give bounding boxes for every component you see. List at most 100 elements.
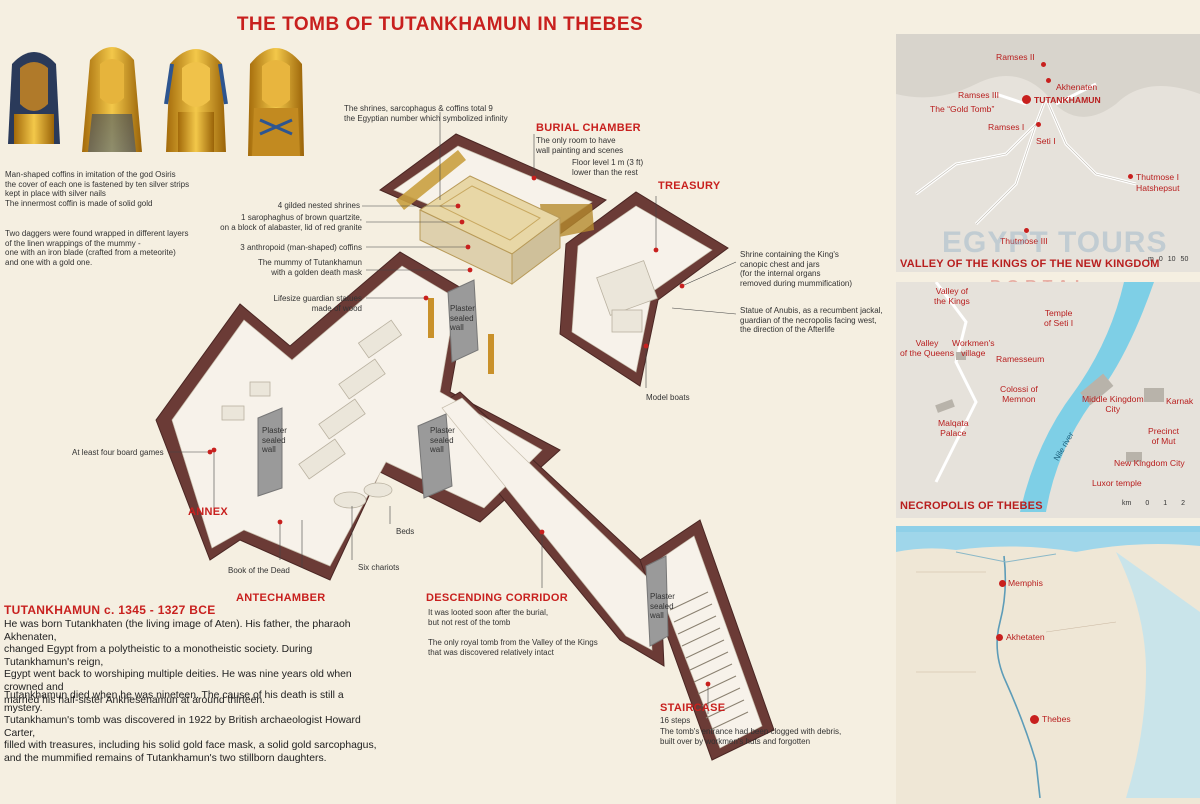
plaster-wall-label-2: Plaster sealed wall — [262, 426, 287, 455]
plaster-wall-label-4: Plaster sealed wall — [650, 592, 675, 621]
note-line: (for the internal organs — [740, 269, 821, 278]
note-line: lower than the rest — [572, 167, 638, 177]
place-thebes: Thebes — [1042, 714, 1071, 724]
board-games-note: At least four board games — [72, 448, 164, 457]
place-seti-i: Seti I — [1036, 136, 1056, 146]
coffins-note: Man-shaped coffins in imitation of the g… — [5, 170, 189, 208]
scale-tick: 10 — [1167, 256, 1176, 263]
place-new-kingdom-city: New Kingdom City — [1114, 458, 1185, 468]
antechamber-label: ANTECHAMBER — [236, 592, 326, 604]
place-karnak: Karnak — [1166, 396, 1194, 406]
bio-line: He was born Tutankhaten (the living imag… — [4, 619, 351, 643]
place-ramses-iii: Ramses III — [958, 90, 1000, 100]
daggers-note: Two daggers were found wrapped in differ… — [5, 229, 189, 267]
antechamber-objects — [221, 260, 658, 509]
plaster-wall-label-3: Plaster sealed wall — [430, 426, 455, 455]
thebes-scale: km 0 1 2 — [1122, 500, 1185, 507]
note-line: on a block of alabaster, lid of red gran… — [220, 222, 362, 232]
note-line: The mummy of Tutankhamun — [257, 258, 362, 267]
egypt-map-terrain — [896, 532, 1200, 798]
note-line: Shrine containing the King's — [740, 250, 839, 259]
akhenaten-marker — [1046, 78, 1051, 83]
coffins-line: the cover of each one is fastened by ten… — [5, 179, 190, 189]
note-line: that was discovered relatively intact — [428, 647, 554, 657]
valley-scale: m 0 10 50 — [1148, 256, 1188, 263]
scale-label: km — [1122, 500, 1132, 507]
canopic-note: Shrine containing the King's canopic che… — [740, 250, 852, 288]
bio-paragraph-1: He was born Tutankhaten (the living imag… — [4, 619, 380, 707]
note-line: The tomb's entrance had been clogged wit… — [660, 727, 842, 736]
note-line: 1 sarophaghus of brown quartzite, — [241, 213, 362, 222]
mummy-mask-2-icon — [82, 47, 142, 152]
bio-heading: TUTANKHAMUN c. 1345 - 1327 BCE — [4, 603, 216, 617]
scale-tick: 0 — [1145, 500, 1150, 507]
egypt-map-panel: Memphis Akhetaten Thebes — [896, 526, 1200, 804]
mummy-mask-3-icon — [164, 49, 228, 152]
place-ramses-i: Ramses I — [988, 122, 1025, 132]
bio-line: Egypt went back to worshiping multiple d… — [4, 669, 352, 693]
place-line: village — [961, 348, 986, 358]
floor-level-note: Floor level 1 m (3 ft) lower than the re… — [572, 158, 643, 177]
seti-i-marker — [1036, 122, 1041, 127]
stair-steps — [669, 591, 749, 731]
place-line: City — [1105, 404, 1121, 414]
chariots-note: Six chariots — [358, 563, 400, 572]
note-line: wall — [262, 445, 276, 454]
scale-tick: 1 — [1163, 500, 1168, 507]
note-line: Lifesize guardian statues — [273, 294, 363, 303]
place-ramesseum: Ramesseum — [996, 354, 1045, 364]
daggers-line: of the linen wrappings of the mummy - — [5, 238, 141, 248]
coffins-line: kept in place with silver nails — [5, 189, 106, 198]
coffins-line: Man-shaped coffins in imitation of the g… — [5, 170, 176, 179]
descending-corridor-label: DESCENDING CORRIDOR — [426, 592, 568, 604]
note-line: wall — [450, 323, 464, 332]
coffins-line: The innermost coffin is made of solid go… — [5, 198, 153, 208]
place-line: the Kings — [934, 296, 970, 306]
note-line: made of wood — [311, 303, 362, 313]
bio-line: filled with treasures, including his sol… — [4, 740, 377, 752]
mummy-mask-4-icon — [248, 48, 304, 156]
place-luxor-temple: Luxor temple — [1092, 478, 1142, 488]
place-ramses-ii: Ramses II — [996, 52, 1035, 62]
akhetaten-marker — [996, 634, 1003, 641]
note-line: Plaster — [262, 426, 287, 435]
note-line: The only room to have — [536, 136, 616, 145]
place-line: Valley — [915, 338, 939, 348]
note-line: It was looted soon after the burial, — [428, 608, 549, 617]
watermark-logo: EGYPT TOURS — [942, 226, 1168, 259]
bio-line: and the mummified remains of Tutankhamun… — [4, 752, 327, 764]
nile-line — [996, 555, 1041, 798]
note-line: the direction of the Afterlife — [740, 325, 835, 334]
note-line: Floor level 1 m (3 ft) — [572, 158, 644, 167]
guardian-statue-1 — [428, 298, 434, 338]
ramses-ii-marker — [1041, 62, 1046, 67]
plaster-wall-shapes — [257, 279, 669, 647]
treasury-label: TREASURY — [658, 180, 721, 192]
place-line: Malqata — [938, 418, 969, 428]
anthropoid-note: 3 anthropoid (man-shaped) coffins — [240, 243, 362, 252]
daggers-line: one with an iron blade (crafted from a m… — [5, 248, 176, 257]
burial-chamber-label: BURIAL CHAMBER — [536, 122, 641, 134]
note-line: the Egyptian number which symbolized inf… — [344, 113, 508, 123]
sarcophagus-note: 1 sarophaghus of brown quartzite, on a b… — [196, 213, 362, 232]
note-line: wall — [650, 611, 664, 620]
plaster-wall-label-1: Plaster sealed wall — [450, 304, 475, 333]
staircase-note: The tomb's entrance had been clogged wit… — [660, 727, 841, 746]
burial-desc-note: The only room to have wall painting and … — [536, 136, 623, 155]
note-line: sealed — [262, 435, 286, 445]
note-line: removed during mummification) — [740, 278, 853, 288]
bio-line: changed Egypt from a polytheistic to a m… — [4, 644, 313, 668]
page-title: THE TOMB OF TUTANKHAMUN IN THEBES — [236, 14, 644, 35]
note-line: but not rest of the tomb — [428, 617, 511, 627]
note-line: canopic chest and jars — [740, 259, 820, 269]
note-line: Plaster — [450, 304, 475, 313]
book-dead-note: Book of the Dead — [228, 566, 290, 575]
bio-line: Tutankhamun's tomb was discovered in 192… — [4, 715, 361, 739]
mummy-mask-note: The mummy of Tutankhamun with a golden d… — [246, 258, 362, 277]
